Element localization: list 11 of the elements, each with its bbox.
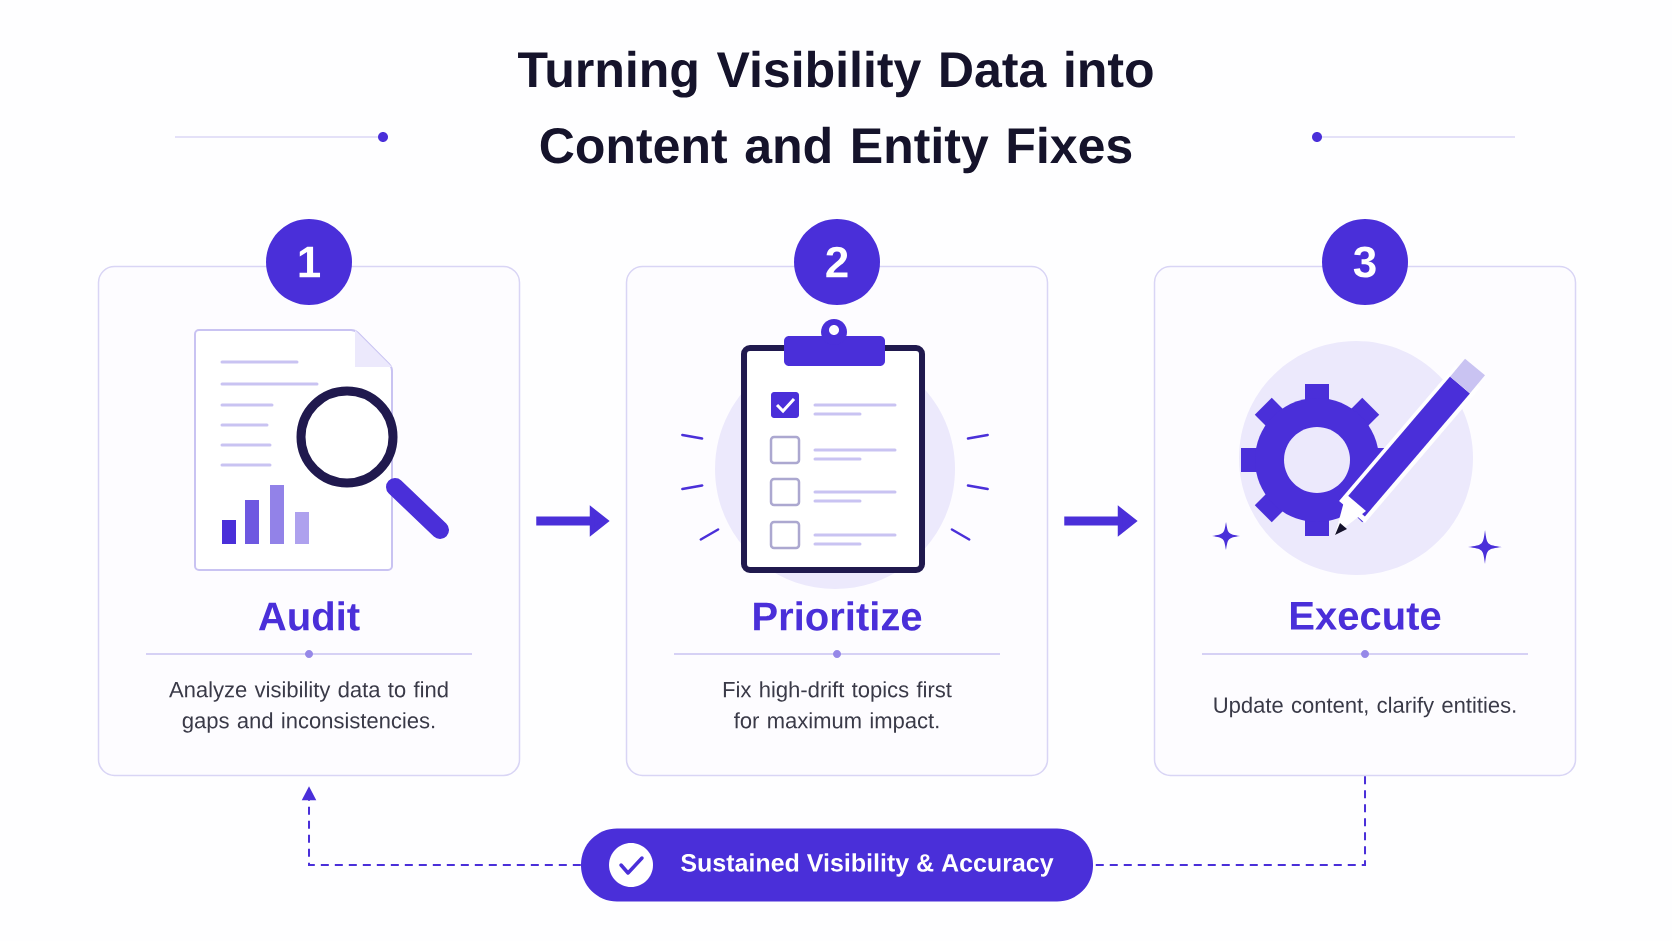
- step-number: 1: [266, 219, 352, 305]
- step-number: 2: [794, 219, 880, 305]
- step-heading: Audit: [258, 601, 360, 631]
- step-heading: Execute: [1291, 602, 1441, 630]
- result-pill: Sustained Visibility & Accuracy: [581, 828, 1093, 902]
- step-number: 3: [1322, 219, 1408, 305]
- step-heading: Prioritize: [754, 601, 922, 631]
- step-description: Update content, clarify entities.: [1214, 696, 1516, 718]
- title: Turning Visibility Data into Content and Entity Fixes: [518, 50, 1153, 174]
- step-description: Fix high-drift topics first for maximum impact.: [723, 681, 952, 733]
- step-description: Analyze visibility data to find gaps and inconsistencies.: [169, 681, 448, 733]
